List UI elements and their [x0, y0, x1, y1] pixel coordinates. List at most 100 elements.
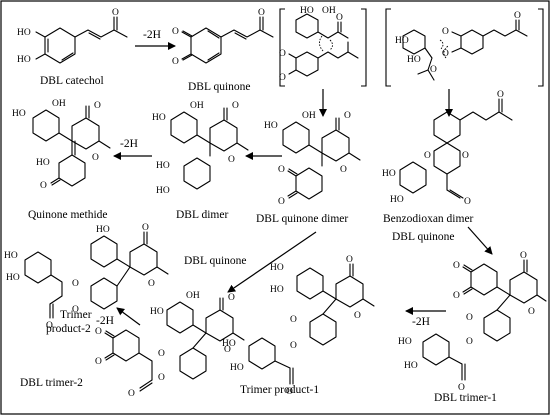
label-dbl-quinone: DBL quinone — [188, 81, 251, 93]
atom-o: O — [346, 255, 353, 265]
atom-ho: HO — [6, 273, 20, 283]
label-dbl-quinone-dimer: DBL quinone dimer — [256, 213, 348, 225]
atom-o: O — [514, 11, 521, 21]
atom-o: O — [458, 383, 465, 393]
atom-ho: HO — [382, 169, 396, 179]
label-minus-2h-trimer-1: -2H — [412, 316, 430, 328]
dbl-catechol-structure: HO HO O — [17, 8, 128, 65]
trimer-product-2-structure: HO HO HO O O O O O — [4, 223, 169, 331]
atom-o: O — [340, 165, 347, 175]
atom-o: O — [158, 373, 165, 383]
atom-o: O — [112, 8, 119, 18]
atom-o: O — [172, 57, 179, 67]
atom-o: O — [462, 151, 469, 161]
label-trimer-product-2-line2: product-2 — [46, 323, 91, 335]
dbl-dimer-structure: HO OH O O HO HO — [152, 101, 249, 196]
atom-o: O — [232, 101, 239, 111]
atom-o: O — [258, 8, 265, 18]
label-quinone-methide: Quinone methide — [28, 209, 108, 221]
atom-ho: HO — [222, 339, 236, 349]
atom-o: O — [128, 389, 135, 399]
atom-ho: HO — [404, 361, 418, 371]
atom-ho: HO — [264, 121, 278, 131]
atom-o: O — [228, 155, 235, 165]
atom-o: O — [290, 341, 297, 351]
atom-o: O — [279, 73, 286, 83]
trimer-product-1-structure: HO HO O O O O HO HO O — [222, 255, 375, 397]
atom-ho: HO — [395, 36, 409, 46]
atom-o: O — [344, 111, 351, 121]
atom-ho: HO — [300, 6, 314, 16]
atom-ho: HO — [270, 263, 284, 273]
label-minus-2h-top: -2H — [143, 29, 161, 41]
atom-ho: HO — [17, 28, 31, 38]
atom-ho: HO — [230, 363, 244, 373]
atom-o: O — [95, 357, 102, 367]
atom-o: O — [453, 261, 460, 271]
label-dbl-quinone-reagent-right: DBL quinone — [392, 231, 455, 243]
atom-o: O — [46, 321, 53, 331]
label-trimer-product-2-line1: Trimer — [60, 309, 92, 321]
label-dbl-trimer-1: DBL trimer-1 — [434, 392, 497, 404]
atom-o: O — [94, 101, 101, 111]
atom-ho: HO — [270, 285, 284, 295]
atom-o: O — [424, 151, 431, 161]
atom-o: O — [466, 313, 473, 323]
atom-o: O — [520, 251, 527, 261]
atom-o: O — [354, 311, 361, 321]
atom-ho: HO — [407, 55, 421, 65]
atom-oh: OH — [322, 6, 336, 16]
atom-o: O — [148, 279, 155, 289]
atom-o: O — [228, 293, 235, 303]
dbl-trimer-2-structure: HO OH O O O O O O O — [95, 291, 245, 399]
atom-o: O — [464, 197, 471, 207]
atom-o: O — [278, 197, 285, 207]
atom-o: O — [278, 165, 285, 175]
bracket-coupling-2: HO HO O O O O — [385, 8, 544, 87]
atom-o: O — [466, 337, 473, 347]
dbl-trimer-1-structure: O O O O O O HO HO O — [398, 251, 547, 393]
atom-ho: HO — [390, 195, 404, 205]
label-dbl-dimer: DBL dimer — [176, 209, 228, 221]
label-dbl-catechol: DBL catechol — [40, 75, 104, 87]
dbl-quinone-structure: O O O — [172, 8, 274, 67]
atom-oh: OH — [190, 101, 204, 111]
atom-o: O — [442, 27, 449, 37]
atom-o: O — [497, 90, 504, 100]
atom-o: O — [72, 279, 79, 289]
atom-o: O — [290, 315, 297, 325]
atom-ho: HO — [398, 337, 412, 347]
atom-ho: HO — [17, 55, 31, 65]
atom-oh: OH — [52, 99, 66, 109]
arrow-to-dbl-trimer-1 — [467, 226, 493, 255]
atom-o: O — [224, 345, 231, 355]
atom-o: O — [158, 349, 165, 359]
label-dbl-trimer-2: DBL trimer-2 — [20, 377, 83, 389]
atom-o: O — [95, 327, 102, 337]
label-trimer-product-1: Trimer product-1 — [240, 384, 319, 396]
dbl-quinone-dimer-structure: HO OH O O O O — [264, 111, 361, 207]
atom-oh: OH — [302, 111, 316, 121]
atom-o: O — [92, 153, 99, 163]
atom-ho: HO — [12, 109, 26, 119]
label-minus-2h-trimer-2: -2H — [96, 315, 114, 327]
benzodioxan-dimer-structure: O O O O HO HO — [382, 90, 513, 207]
atom-ho: HO — [152, 113, 166, 123]
atom-ho: HO — [150, 307, 164, 317]
atom-o: O — [172, 27, 179, 37]
bracket-coupling-1: HO OH O O O — [279, 6, 367, 87]
atom-o: O — [142, 223, 149, 233]
label-dbl-quinone-reagent-left: DBL quinone — [184, 255, 247, 267]
arrow-to-dbl-trimer-2 — [227, 231, 317, 293]
label-minus-2h-dimer: -2H — [120, 138, 138, 150]
label-benzodioxan-dimer: Benzodioxan dimer — [383, 213, 474, 225]
atom-ho: HO — [36, 158, 50, 168]
atom-o: O — [442, 49, 449, 59]
atom-o: O — [279, 49, 286, 59]
atom-o: O — [430, 65, 437, 75]
atom-ho: HO — [96, 225, 110, 235]
atom-ho: HO — [4, 251, 18, 261]
atom-o: O — [336, 13, 343, 23]
